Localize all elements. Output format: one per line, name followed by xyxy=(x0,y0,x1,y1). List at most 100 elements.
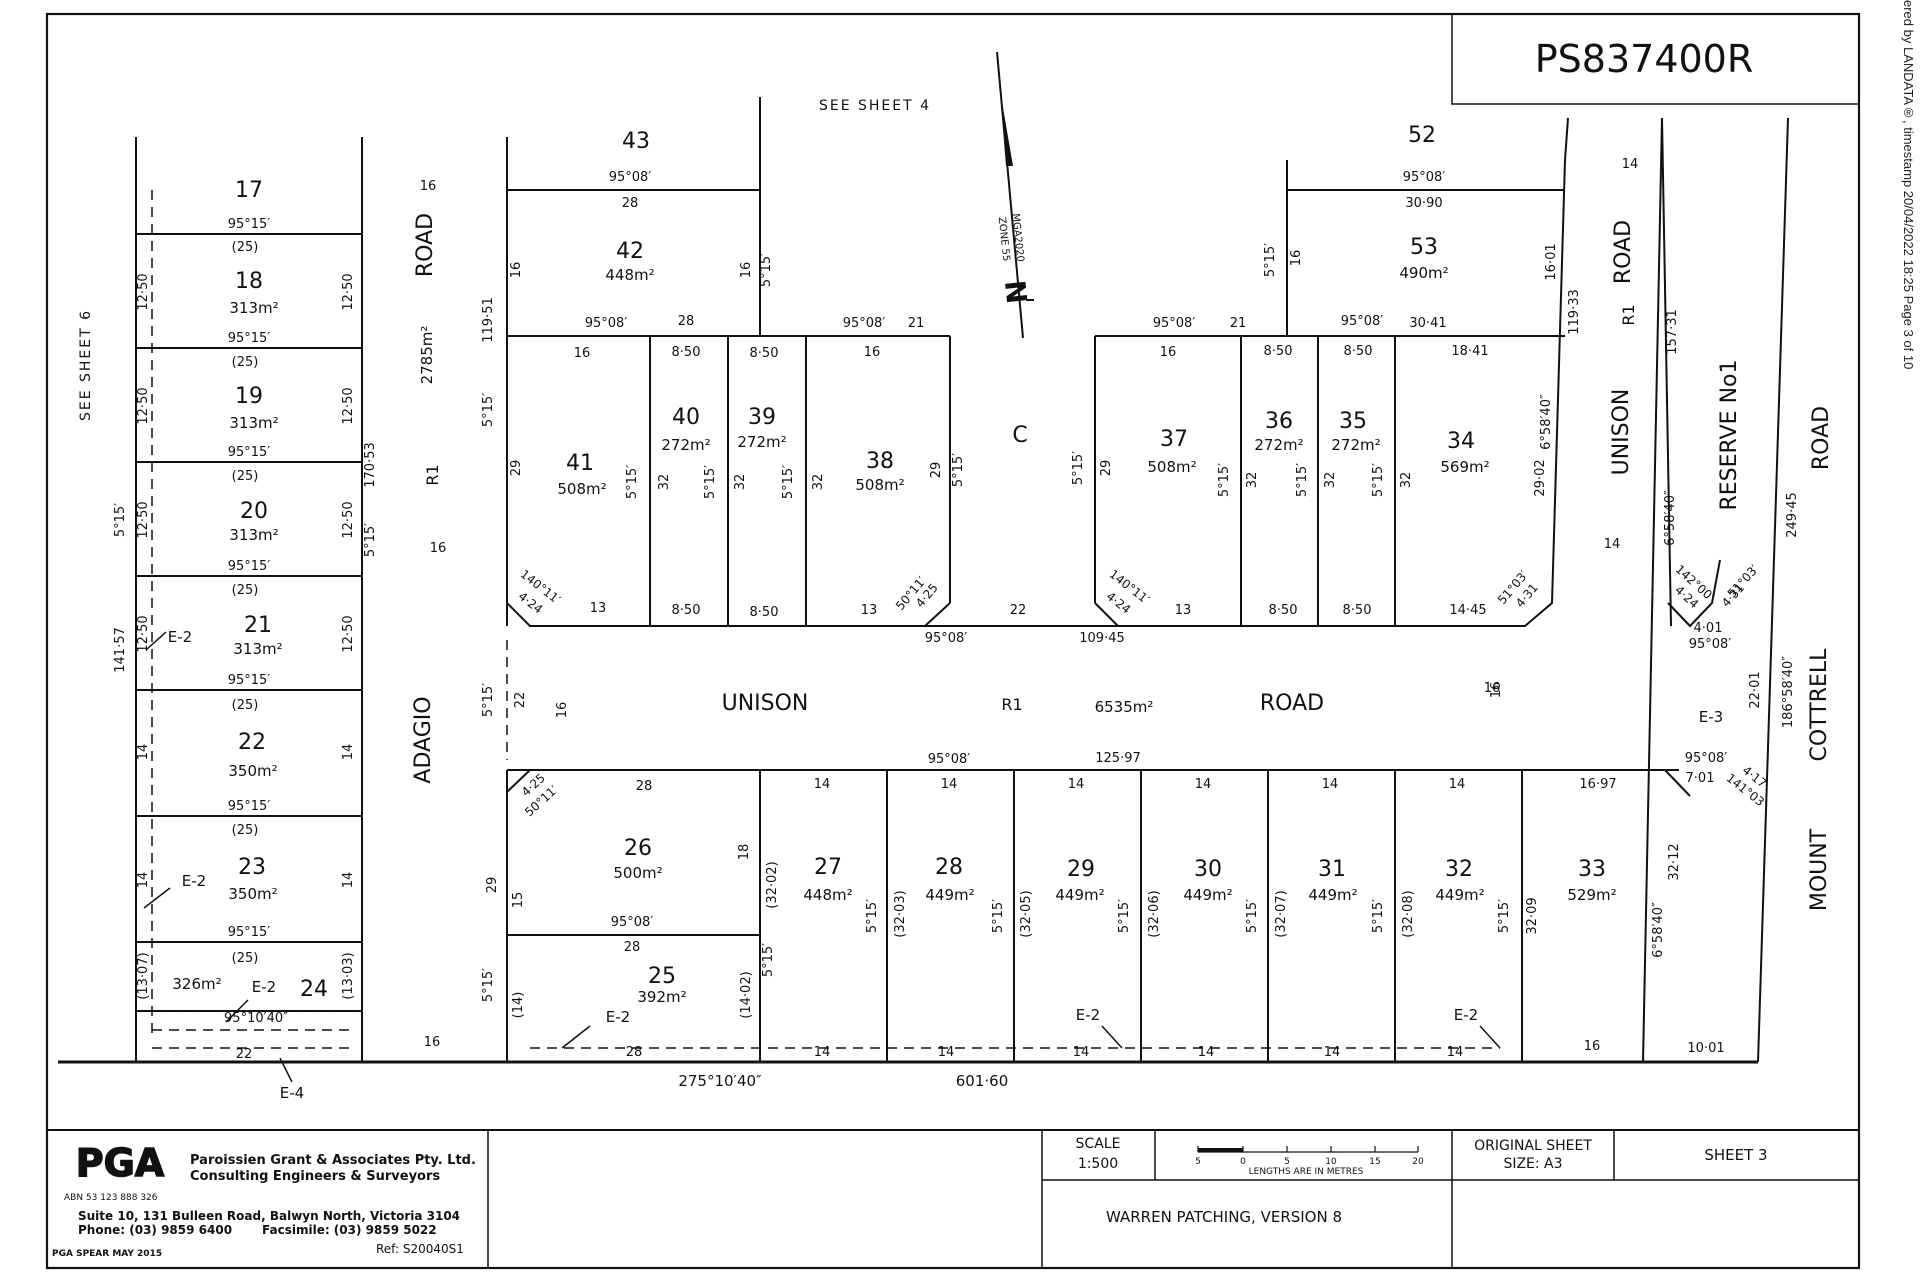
bearing-label: 95°08′ xyxy=(1403,170,1446,185)
reserve-no1-label: RESERVE No1 xyxy=(1717,360,1742,511)
dim-label: 28 xyxy=(622,196,639,211)
bearing-label: 5°15′ xyxy=(363,523,378,557)
width-label: (25) xyxy=(232,823,259,838)
dim-label: 15 xyxy=(511,892,526,909)
dim-label: 32·09 xyxy=(1525,897,1540,934)
bearing-label: 95°08′ xyxy=(843,316,886,331)
dim-label: (13·03) xyxy=(341,952,356,999)
dim-label: 18·41 xyxy=(1451,344,1488,359)
bearing-label: 95°15′ xyxy=(228,673,271,688)
mount-cottrell-road-name-1: MOUNT xyxy=(1807,828,1832,911)
dim-label: (32·08) xyxy=(1401,890,1416,937)
easement-lines xyxy=(151,190,1500,1049)
lot-22-number: 22 xyxy=(238,730,266,755)
dim-label: 8·50 xyxy=(672,345,701,360)
dim-label: 16 xyxy=(509,262,524,279)
bearing-label: 5°15′ xyxy=(781,465,796,499)
boundary-linework xyxy=(58,97,1789,1064)
north-zone: ZONE 55 xyxy=(996,217,1012,262)
easement-e2: E-2 xyxy=(168,628,192,646)
dim-label: 14 xyxy=(1449,777,1466,792)
bearing-label: 95°10′40″ xyxy=(224,1011,288,1026)
dim-label: 6°58′40″ xyxy=(1539,394,1554,450)
dim-label: 14 xyxy=(1447,1045,1464,1060)
dim-label: 12·50 xyxy=(136,615,151,652)
sheet-number: SHEET 3 xyxy=(1704,1146,1767,1164)
lot-28-number: 28 xyxy=(935,855,963,880)
dim-label: 14 xyxy=(1198,1045,1215,1060)
lot-29-number: 29 xyxy=(1067,857,1095,882)
dim-label: 170·53 xyxy=(363,442,378,488)
scale-tick-label: 20 xyxy=(1412,1157,1424,1167)
lot-19-area: 313m² xyxy=(229,414,278,432)
dim-label: 22 xyxy=(236,1047,253,1062)
lot-37-number: 37 xyxy=(1160,427,1188,452)
dim-label: 16·01 xyxy=(1544,243,1559,280)
lot-42-number: 42 xyxy=(616,239,644,264)
lot-18-area: 313m² xyxy=(229,299,278,317)
lot-41-number: 41 xyxy=(566,451,594,476)
bearing-label: 5°15′ xyxy=(1497,899,1512,933)
bearing-label: 5°15′ xyxy=(481,968,496,1002)
bearing-label: 95°08′ xyxy=(585,316,628,331)
dim-label: 28 xyxy=(624,940,641,955)
lot-29-area: 449m² xyxy=(1055,886,1104,904)
lot-23-area: 350m² xyxy=(228,885,277,903)
scale-tick-label: 15 xyxy=(1369,1157,1380,1167)
easement-e3: E-3 xyxy=(1699,708,1723,726)
easement-e2: E-2 xyxy=(252,978,276,996)
bearing-label: 5°15′ xyxy=(1245,899,1260,933)
plan-number: PS837400R xyxy=(1535,37,1754,81)
lot-21-area: 313m² xyxy=(233,640,282,658)
bearing-label: 5°15′ xyxy=(1117,899,1132,933)
dim-label: 6°58′40″ xyxy=(1663,490,1678,546)
bearing-label: 95°08′ xyxy=(1685,751,1728,766)
scale-bar-fill xyxy=(1198,1148,1243,1152)
lot-31-area: 449m² xyxy=(1308,886,1357,904)
dim-label: 32 xyxy=(1245,472,1260,489)
firm-fax: Facsimile: (03) 9859 5022 xyxy=(262,1223,437,1237)
lot-42-area: 448m² xyxy=(605,266,654,284)
lot-43-number: 43 xyxy=(622,129,650,154)
bearing-label: 5°15′ xyxy=(625,465,640,499)
dim-label: 16 xyxy=(739,262,754,279)
dim-label: 7·01 xyxy=(1686,771,1715,786)
width-label: (25) xyxy=(232,951,259,966)
dim-label: (32·03) xyxy=(893,890,908,937)
easement-e4: E-4 xyxy=(280,1084,304,1102)
lot-21-number: 21 xyxy=(244,613,272,638)
firm-name: Paroissien Grant & Associates Pty. Ltd. xyxy=(190,1153,476,1168)
lot-34-number: 34 xyxy=(1447,429,1475,454)
dim-label: 28 xyxy=(636,779,653,794)
pga-logo: PGA xyxy=(76,1141,165,1185)
dim-label: 13 xyxy=(1175,603,1192,618)
dim-label: 12·50 xyxy=(341,501,356,538)
mount-cottrell-road-name-3: ROAD xyxy=(1809,406,1834,470)
bearing-label: 5°15′ xyxy=(761,943,776,977)
lot-37-area: 508m² xyxy=(1147,458,1196,476)
version-label: WARREN PATCHING, VERSION 8 xyxy=(1106,1208,1342,1226)
bearing-label: 95°08′ xyxy=(611,915,654,930)
dim-label: 16 xyxy=(1584,1039,1601,1054)
lot-18-number: 18 xyxy=(235,269,263,294)
drawing-ref: Ref: S20040S1 xyxy=(376,1242,464,1256)
unison-road-south-name-1: UNISON xyxy=(722,691,809,716)
lot-26-area: 500m² xyxy=(613,864,662,882)
bearing-label: 95°15′ xyxy=(228,217,271,232)
dim-label: 119·51 xyxy=(481,297,496,343)
dim-label: 12·50 xyxy=(341,387,356,424)
firm-type: Consulting Engineers & Surveyors xyxy=(190,1169,440,1184)
width-label: (25) xyxy=(232,355,259,370)
dim-label: 119·33 xyxy=(1567,289,1582,335)
lot-17-number: 17 xyxy=(235,178,263,203)
dim-label: 32 xyxy=(1399,472,1414,489)
bearing-label: 5°15′ xyxy=(951,453,966,487)
dim-label: 16 xyxy=(420,179,437,194)
lot-19-number: 19 xyxy=(235,384,263,409)
dim-label: 14·45 xyxy=(1449,603,1486,618)
lot-52-number: 52 xyxy=(1408,123,1436,148)
dim-label: 30·41 xyxy=(1409,316,1446,331)
dim-label: 16·97 xyxy=(1579,777,1616,792)
dim-label: 22 xyxy=(513,692,528,709)
lot-35-area: 272m² xyxy=(1331,436,1380,454)
